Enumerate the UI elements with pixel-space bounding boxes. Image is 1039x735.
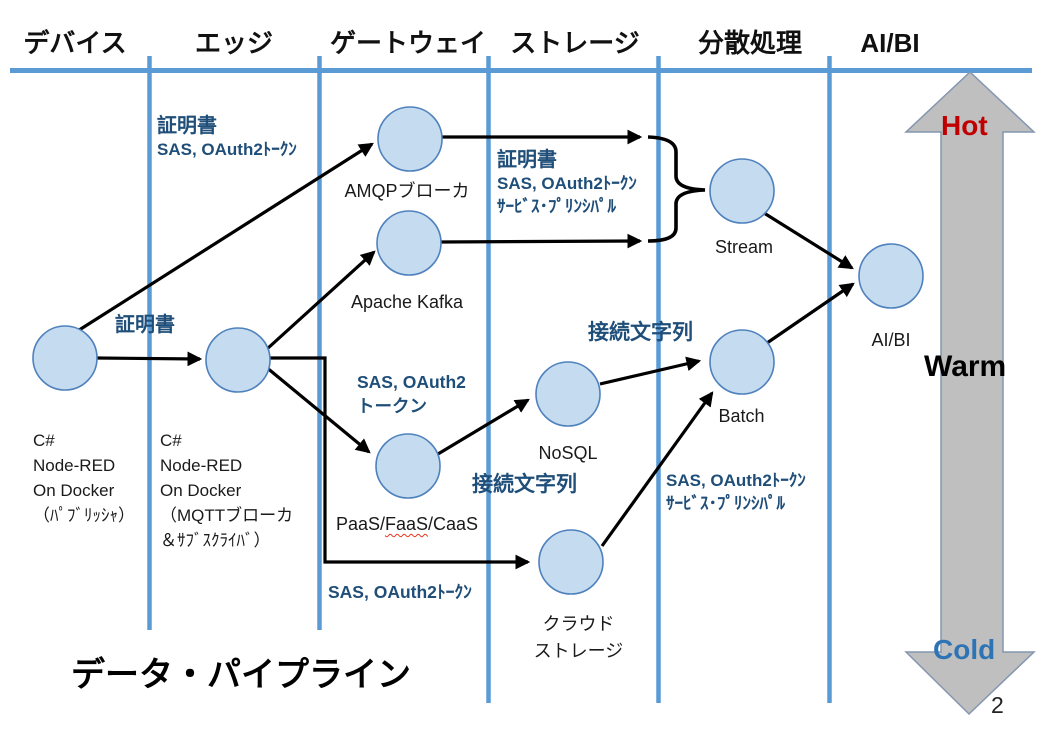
arrow-paas-to-nosql (432, 398, 530, 459)
device-desc-line: C# (33, 431, 55, 450)
arrow-edge-to-cloud-storage (268, 356, 531, 570)
auth-label-edge-cloud: SAS, OAuth2ﾄｰｸﾝ (328, 582, 472, 604)
device-desc-line: On Docker (33, 481, 115, 500)
connection-string-label-upper: 接続文字列 (588, 321, 693, 344)
page-number: 2 (991, 692, 1004, 718)
node-circle-aibi (858, 243, 924, 309)
cloud-storage-label: クラウド ストレージ (516, 611, 641, 665)
arrow-stream-to-aibi (763, 211, 854, 270)
paas-label-part: PaaS/ (335, 514, 385, 534)
auth-label-edge-paas: SAS, OAuth2 トークン (357, 370, 466, 418)
node-circle-stream (709, 158, 775, 224)
auth-edge-cloud-line1: SAS, OAuth2ﾄｰｸﾝ (328, 582, 472, 602)
node-circle-amqp-broker (377, 106, 443, 172)
node-circle-edge (205, 327, 271, 393)
device-node-description: C# Node-RED On Docker （ﾊﾟﾌﾞﾘｯｼｬ） (33, 428, 135, 528)
auth-label-cloud-batch: SAS, OAuth2ﾄｰｸﾝ ｻｰﾋﾞｽ･ﾌﾟﾘﾝｼﾊﾟﾙ (666, 469, 806, 515)
node-circle-cloud-storage (538, 529, 604, 595)
arrow-device-to-edge (96, 351, 203, 367)
warm-label: Warm (924, 350, 1007, 383)
cloud-storage-label-line1: クラウド (542, 614, 615, 634)
paas-faas-caas-label: PaaS/FaaS/CaaS (328, 513, 486, 536)
edge-desc-line: ＆ｻﾌﾞｽｸﾗｲﾊﾞ） (160, 531, 271, 550)
device-desc-line: （ﾊﾟﾌﾞﾘｯｼｬ） (33, 506, 135, 525)
column-header-edge: エッジ (194, 28, 273, 58)
edge-desc-line: （MQTTブローカ (160, 506, 294, 525)
arrow-nosql-to-batch (599, 356, 702, 386)
node-circle-device (32, 325, 98, 391)
auth-edge-paas-line1: SAS, OAuth2 (357, 372, 466, 392)
node-circle-nosql (535, 361, 601, 427)
amqp-broker-label: AMQPブローカ (344, 181, 470, 201)
edge-desc-line: On Docker (160, 481, 242, 500)
column-header-processing: 分散処理 (697, 28, 802, 58)
auth-cloud-batch-line2: ｻｰﾋﾞｽ･ﾌﾟﾘﾝｼﾊﾟﾙ (666, 494, 785, 513)
auth-edge-paas-line2: トークン (357, 396, 427, 416)
auth-gateway-stream-line2: SAS, OAuth2ﾄｰｸﾝ (497, 174, 637, 193)
paas-label-part-misspelled: FaaS (384, 514, 429, 534)
cold-label: Cold (933, 634, 996, 665)
auth-cloud-batch-line1: SAS, OAuth2ﾄｰｸﾝ (666, 471, 806, 490)
auth-device-amqp-line2: SAS, OAuth2ﾄｰｸﾝ (157, 140, 297, 159)
arrow-device-to-amqp (75, 142, 374, 334)
arrow-edge-to-kafka (265, 250, 376, 351)
auth-label-device-amqp: 証明書 SAS, OAuth2ﾄｰｸﾝ (157, 114, 297, 160)
arrow-edge-to-paas (264, 365, 371, 454)
node-circle-batch (709, 329, 775, 395)
apache-kafka-label: Apache Kafka (350, 292, 464, 312)
batch-label: Batch (718, 406, 765, 426)
edge-desc-line: C# (160, 431, 182, 450)
slide-title: データ・パイプライン (71, 656, 411, 694)
arrow-kafka-to-stream (439, 233, 643, 249)
stream-label: Stream (714, 237, 774, 257)
arrow-cloud-to-batch (600, 391, 714, 547)
column-header-storage: ストレージ (510, 28, 640, 58)
edge-node-description: C# Node-RED On Docker （MQTTブローカ ＆ｻﾌﾞｽｸﾗｲ… (160, 428, 293, 553)
auth-device-amqp-line1: 証明書 (157, 115, 217, 137)
auth-label-device-edge: 証明書 (115, 313, 175, 338)
connection-string-label-lower: 接続文字列 (472, 473, 577, 496)
auth-device-edge-line1: 証明書 (115, 314, 175, 336)
edge-desc-line: Node-RED (160, 456, 243, 475)
auth-label-gateway-stream: 証明書 SAS, OAuth2ﾄｰｸﾝ ｻｰﾋﾞｽ･ﾌﾟﾘﾝｼﾊﾟﾙ (497, 149, 637, 218)
node-circle-apache-kafka (376, 210, 442, 276)
auth-gateway-stream-line3: ｻｰﾋﾞｽ･ﾌﾟﾘﾝｼﾊﾟﾙ (497, 197, 616, 216)
cloud-storage-label-line2: ストレージ (533, 641, 624, 661)
brace-merge-connector (647, 135, 706, 243)
column-header-gateway: ゲートウェイ (330, 28, 487, 58)
aibi-node-label: AI/BI (871, 330, 911, 350)
paas-label-part: /CaaS (428, 514, 479, 534)
hot-label: Hot (941, 110, 988, 141)
nosql-label: NoSQL (538, 443, 598, 463)
temperature-gradient-arrow (904, 70, 1036, 716)
node-circle-paas-faas-caas (375, 433, 441, 499)
device-desc-line: Node-RED (33, 456, 116, 475)
auth-gateway-stream-line1: 証明書 (497, 149, 557, 171)
column-header-device: デバイス (23, 28, 127, 58)
column-header-aibi: AI/BI (860, 28, 920, 58)
arrow-batch-to-aibi (766, 282, 855, 345)
